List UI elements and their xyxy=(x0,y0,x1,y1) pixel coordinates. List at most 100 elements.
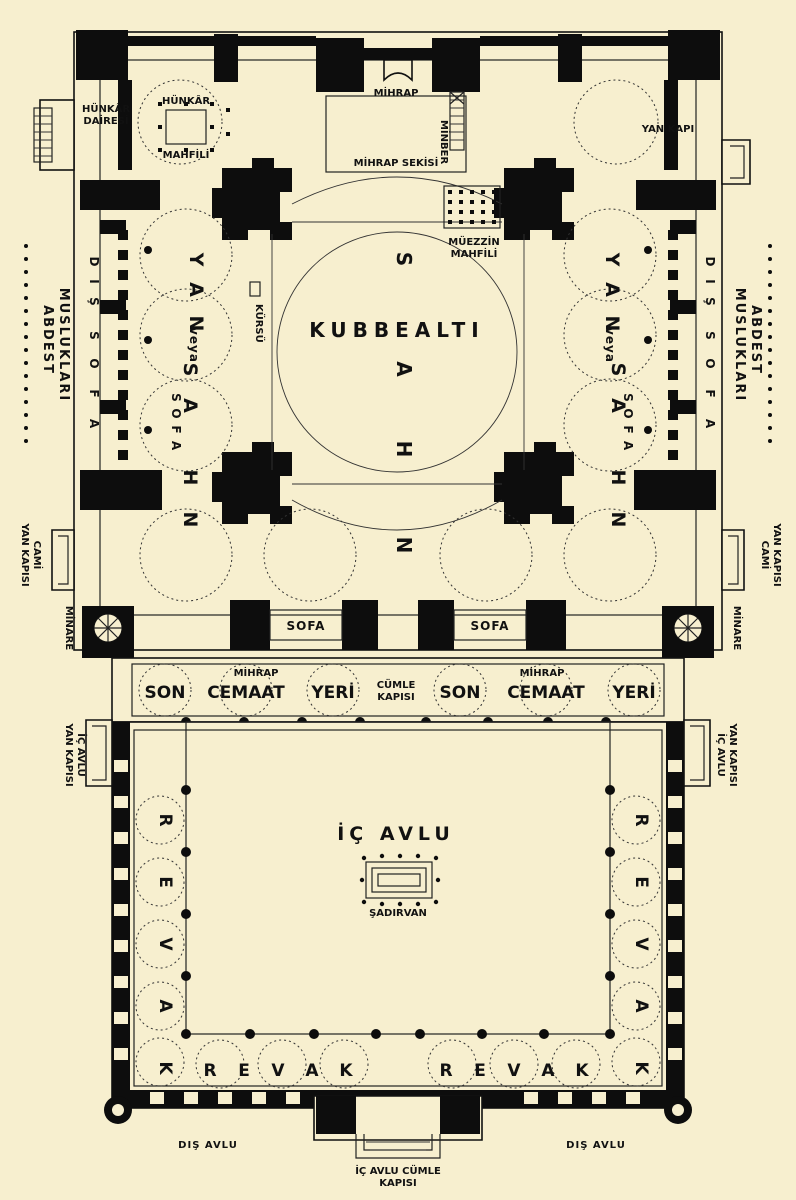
mahfil-column xyxy=(492,220,496,224)
label-letter: H xyxy=(392,441,416,464)
mahfil-column xyxy=(470,190,474,194)
column xyxy=(144,336,152,344)
wall-window xyxy=(252,1092,266,1104)
window-pier xyxy=(118,310,128,320)
window-pier xyxy=(668,410,678,420)
wall-window xyxy=(592,1092,606,1104)
wall-window xyxy=(626,1092,640,1104)
wall-window xyxy=(114,904,128,916)
mahfil-column xyxy=(459,190,463,194)
arcade-column xyxy=(181,971,191,981)
column xyxy=(644,246,652,254)
label-cami-yan-kapisi-left-2: YAN KAPISI xyxy=(19,522,30,586)
courtyard-left-gate xyxy=(85,719,113,787)
arcade-dome xyxy=(611,857,661,907)
window-pier xyxy=(668,330,678,340)
arcade-column xyxy=(415,1029,425,1039)
arcade-dome xyxy=(427,1039,477,1089)
arcade-column xyxy=(181,1029,191,1039)
label-letter: A xyxy=(631,999,651,1013)
label-letter: R xyxy=(439,1061,452,1081)
wall-window xyxy=(668,832,682,844)
column xyxy=(144,426,152,434)
window-pier xyxy=(668,350,678,360)
label-letter: K xyxy=(155,1061,175,1075)
arcade-column xyxy=(605,1029,615,1039)
label-letter: A xyxy=(155,999,175,1013)
label-cemaat-left: CEMAAT xyxy=(207,683,285,703)
wall-window xyxy=(668,796,682,808)
portico-dome xyxy=(306,663,360,717)
label-letter: K xyxy=(575,1061,589,1081)
arcade-column xyxy=(605,971,615,981)
wall-window xyxy=(114,832,128,844)
column xyxy=(144,246,152,254)
arcade-column xyxy=(181,847,191,857)
label-letter: A xyxy=(185,282,207,302)
courtyard-right-gate xyxy=(683,719,711,787)
arcade-column xyxy=(245,1029,255,1039)
wall-window xyxy=(184,1092,198,1104)
column xyxy=(644,426,652,434)
label-cumle-kapisi-1: CÜMLE xyxy=(377,677,416,691)
ablution-tap xyxy=(768,283,772,287)
label-letter: S xyxy=(607,363,629,382)
left-side-door xyxy=(51,529,75,591)
arcade-dome xyxy=(551,1039,601,1089)
label-ic-avlu-yan-right-1: İÇ AVLU xyxy=(715,733,729,776)
ablution-tap xyxy=(768,361,772,365)
label-letter: A xyxy=(179,398,201,418)
wall-window xyxy=(668,760,682,772)
portico-dome xyxy=(607,663,661,717)
label-letter: E xyxy=(474,1061,486,1081)
ablution-tap xyxy=(768,270,772,274)
ablution-tap xyxy=(768,413,772,417)
portico-dome xyxy=(519,663,573,717)
label-mihrap: MİHRAP xyxy=(374,85,419,99)
mahfil-column xyxy=(470,200,474,204)
ablution-tap xyxy=(24,270,28,274)
right-side-door xyxy=(721,529,745,591)
window-pier xyxy=(668,270,678,280)
label-ic-avlu: İÇ AVLU xyxy=(337,821,455,845)
wall-window xyxy=(668,976,682,988)
kursu xyxy=(249,281,261,297)
arcade-dome xyxy=(257,1039,307,1089)
label-letter: I xyxy=(703,279,717,284)
mahfil-column xyxy=(481,190,485,194)
label-ic-avlu-cumle-2: KAPISI xyxy=(379,1178,416,1189)
ablution-tap xyxy=(768,322,772,326)
ablution-tap xyxy=(768,400,772,404)
mahfil-column xyxy=(184,148,188,152)
ablution-tap xyxy=(24,335,28,339)
window-pier xyxy=(118,370,128,380)
label-letter: E xyxy=(155,876,175,888)
mahfil-column xyxy=(459,200,463,204)
label-mihrap-portico-left: MİHRAP xyxy=(234,665,279,679)
ablution-tap xyxy=(768,296,772,300)
ablution-tap xyxy=(768,387,772,391)
ablution-tap xyxy=(24,348,28,352)
window-pier xyxy=(118,250,128,260)
label-letter: A xyxy=(305,1061,319,1081)
window-pier xyxy=(118,430,128,440)
mahfil-column xyxy=(492,190,496,194)
label-letter: S xyxy=(179,363,201,382)
label-letter: K xyxy=(631,1061,651,1075)
central-dome xyxy=(276,231,518,473)
window-pier xyxy=(668,290,678,300)
window-pier xyxy=(668,450,678,460)
arcade-column xyxy=(371,1029,381,1039)
mahfil-column xyxy=(459,220,463,224)
label-sofa-left: SOFA xyxy=(287,619,326,633)
ablution-tap xyxy=(24,387,28,391)
portico-dome xyxy=(138,663,192,717)
label-yeri-right: YERİ xyxy=(611,681,655,703)
label-letter: F xyxy=(169,425,183,434)
main-pier-se xyxy=(494,442,574,524)
label-dis-avlu-left: DIŞ AVLU xyxy=(178,1140,238,1151)
wall-window xyxy=(150,1092,164,1104)
arcade-column xyxy=(605,785,615,795)
